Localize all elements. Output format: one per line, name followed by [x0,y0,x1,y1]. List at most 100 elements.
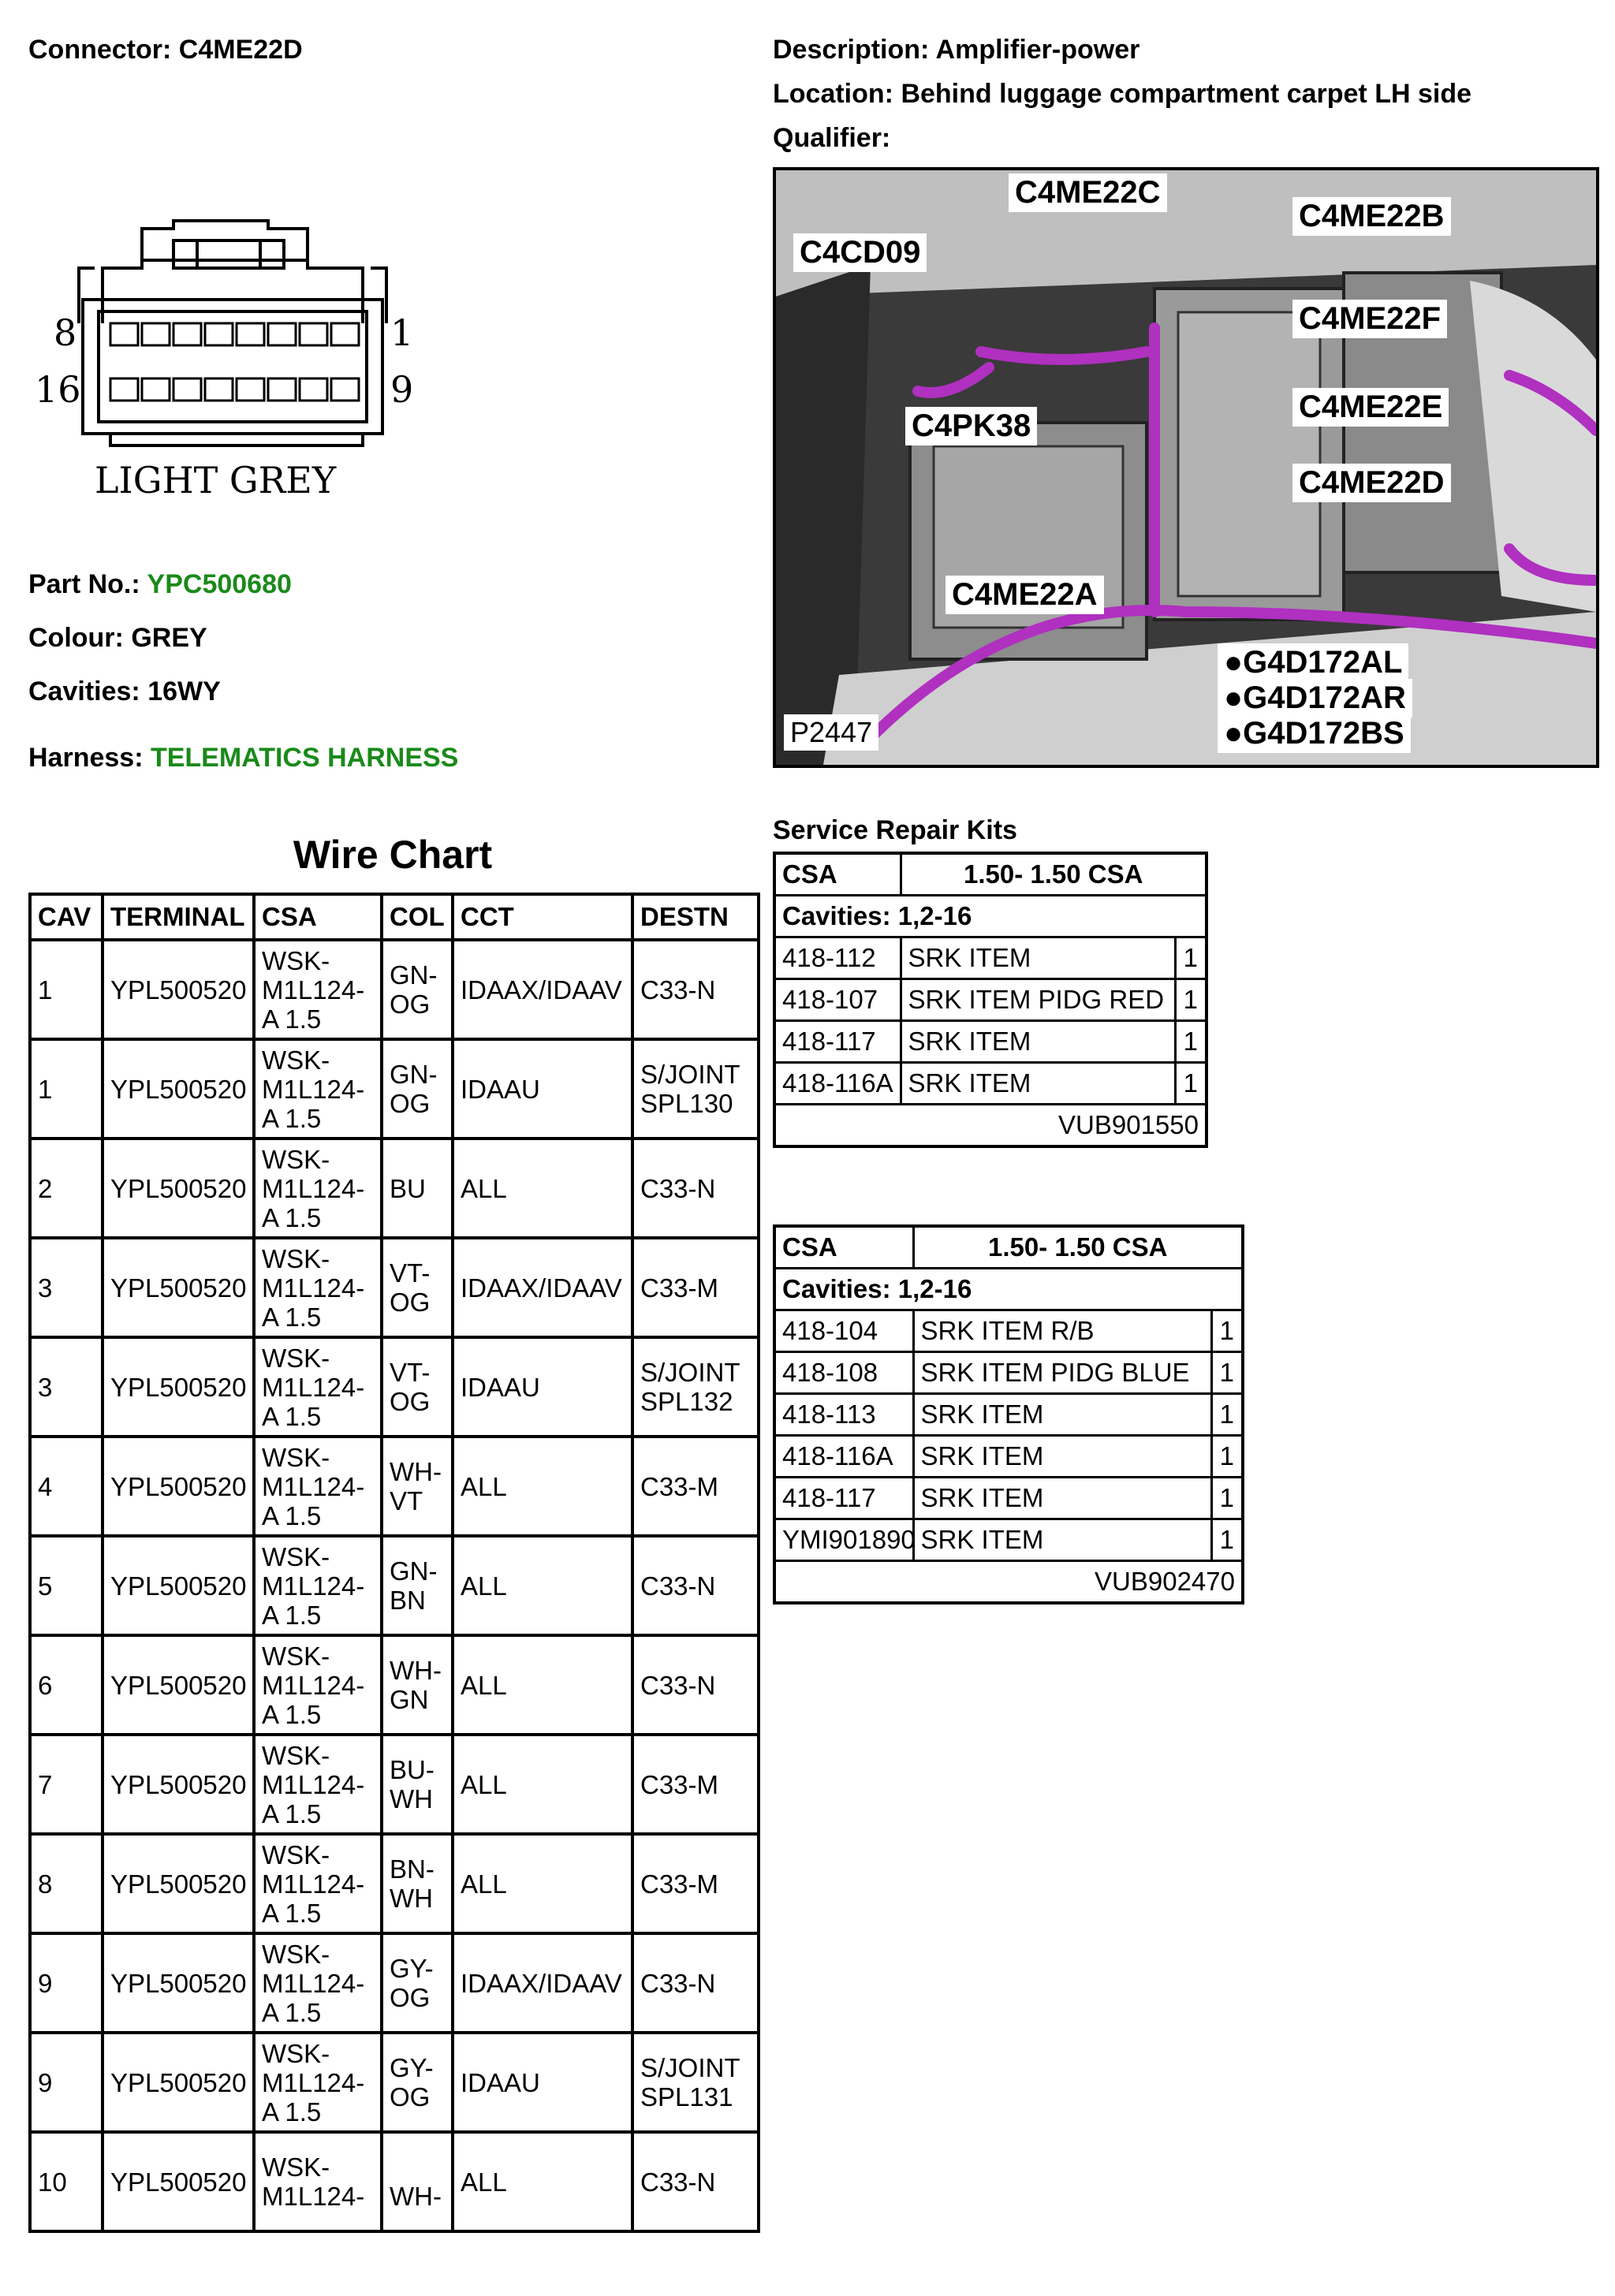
col-header-cct: CCT [451,893,634,941]
location-photo: C4ME22C C4ME22B C4CD09 C4ME22F C4ME22E C… [773,167,1599,768]
kit-item-desc: SRK ITEM [912,1392,1213,1437]
pin-label-9: 9 [390,368,413,411]
wire-cell-csa: WSK- M1L124- A 1.5 [252,1435,383,1538]
kit-item-part: 418-113 [773,1392,915,1437]
kit-ref-row: VUB901550 [773,1103,1208,1148]
part-no-link[interactable]: YPC500680 [147,569,292,599]
wire-cell-col: WH- GN [380,1634,454,1736]
wire-cell-csa: WSK- M1L124- A 1.5 [252,1733,383,1836]
wire-cell-terminal: YPL500520 [101,1435,255,1538]
cavities-value: 16WY [147,676,221,706]
kit-item-desc: SRK ITEM [899,1019,1177,1064]
wire-cell-terminal: YPL500520 [101,1832,255,1935]
wire-cell-destn: S/JOINT SPL131 [631,2031,760,2134]
wire-cell-destn: C33-M [631,1435,760,1538]
wire-cell-cct: IDAAU [451,1336,634,1438]
wire-cell-destn: C33-N [631,2130,760,2233]
pin-label-16: 16 [35,368,81,411]
harness-link[interactable]: TELEMATICS HARNESS [150,743,459,773]
callout-g4d172ar: ●G4D172AR [1218,679,1412,718]
part-no-line: Part No.: YPC500680 [28,569,292,600]
kit-item-part: 418-117 [773,1476,915,1520]
wire-cell-cct: ALL [451,1137,634,1239]
wire-cell-cav: 6 [28,1634,104,1736]
kit-item-desc: SRK ITEM [899,936,1177,980]
colour-value: GREY [131,623,207,653]
wire-cell-cav: 3 [28,1336,104,1438]
kit-item-row: 418-117 SRK ITEM 1 [773,1019,1208,1064]
wire-cell-destn: C33-M [631,1832,760,1935]
wire-cell-csa: WSK- M1L124- A 1.5 [252,1137,383,1239]
location-line: Location: Behind luggage compartment car… [773,79,1471,110]
wire-cell-cct: IDAAX/IDAAV [451,938,634,1041]
qualifier-label: Qualifier: [773,123,891,153]
wire-cell-csa: WSK- M1L124- A 1.5 [252,1634,383,1736]
kit-csa-value: 1.50- 1.50 CSA [912,1224,1244,1269]
kit-item-qty: 1 [1173,1019,1208,1064]
wire-cell-csa: WSK- M1L124- A 1.5 [252,2031,383,2134]
pin-label-1: 1 [390,311,413,354]
kit-item-desc: SRK ITEM [899,1061,1177,1105]
wire-cell-col: GY- OG [380,2031,454,2134]
wire-cell-cav: 3 [28,1236,104,1339]
wire-chart-title: Wire Chart [293,833,493,877]
kit-item-desc: SRK ITEM [912,1434,1213,1478]
description-label: Description: [773,35,930,65]
wire-cell-csa: WSK- M1L124- A 1.5 [252,938,383,1041]
wire-cell-terminal: YPL500520 [101,1932,255,2034]
wire-cell-terminal: YPL500520 [101,2031,255,2134]
description-value: Amplifier-power [935,35,1140,65]
location-label: Location: [773,79,893,109]
kit-item-qty: 1 [1210,1476,1244,1520]
wire-cell-cct: IDAAU [451,2031,634,2134]
kit-item-qty: 1 [1173,1061,1208,1105]
wire-cell-destn: C33-N [631,1932,760,2034]
kit-reference: VUB902470 [773,1560,1244,1605]
col-header-csa: CSA [252,893,383,941]
wire-cell-col: BU [380,1137,454,1239]
kit-item-row: 418-107 SRK ITEM PIDG RED 1 [773,978,1208,1022]
kit-item-row: 418-113 SRK ITEM 1 [773,1392,1244,1437]
wire-cell-terminal: YPL500520 [101,1534,255,1637]
kit-item-qty: 1 [1210,1309,1244,1353]
wire-cell-col: VT- OG [380,1236,454,1339]
kit-item-desc: SRK ITEM [912,1476,1213,1520]
connector-line: Connector: C4ME22D [28,35,303,65]
wire-cell-csa: WSK- M1L124- A 1.5 [252,1534,383,1637]
col-header-col: COL [380,893,454,941]
wire-cell-cav: 2 [28,1137,104,1239]
kit-item-row: 418-108 SRK ITEM PIDG BLUE 1 [773,1351,1244,1395]
kit-item-part: 418-104 [773,1309,915,1353]
wire-cell-csa: WSK- M1L124- A 1.5 [252,1832,383,1935]
kit-csa-label: CSA [773,852,902,896]
wire-cell-destn: C33-N [631,1634,760,1736]
kit-item-qty: 1 [1210,1351,1244,1395]
kit-cavities: Cavities: 1,2-16 [773,1267,1244,1311]
wire-cell-cct: ALL [451,1435,634,1538]
wire-cell-destn: C33-M [631,1733,760,1836]
callout-g4d172bs: ●G4D172BS [1218,714,1411,753]
wire-cell-col: VT- OG [380,1336,454,1438]
kit-cavities: Cavities: 1,2-16 [773,894,1208,938]
kit-item-qty: 1 [1173,936,1208,980]
kit-cavities-row: Cavities: 1,2-16 [773,1267,1244,1311]
kit-item-part: 418-116A [773,1061,902,1105]
wire-cell-terminal: YPL500520 [101,2130,255,2233]
wire-cell-cav: 10 [28,2130,104,2233]
kit-item-row: 418-116A SRK ITEM 1 [773,1434,1244,1478]
wire-cell-destn: S/JOINT SPL130 [631,1038,760,1140]
wire-cell-terminal: YPL500520 [101,938,255,1041]
wire-cell-destn: C33-N [631,1137,760,1239]
kit-item-desc: SRK ITEM R/B [912,1309,1213,1353]
callout-c4me22f: C4ME22F [1292,300,1448,338]
location-value: Behind luggage compartment carpet LH sid… [901,79,1471,109]
kit-header-row: CSA 1.50- 1.50 CSA [773,1224,1244,1269]
kit-item-qty: 1 [1173,978,1208,1022]
wire-cell-destn: C33-M [631,1236,760,1339]
kit-item-part: YMI901890 [773,1518,916,1562]
